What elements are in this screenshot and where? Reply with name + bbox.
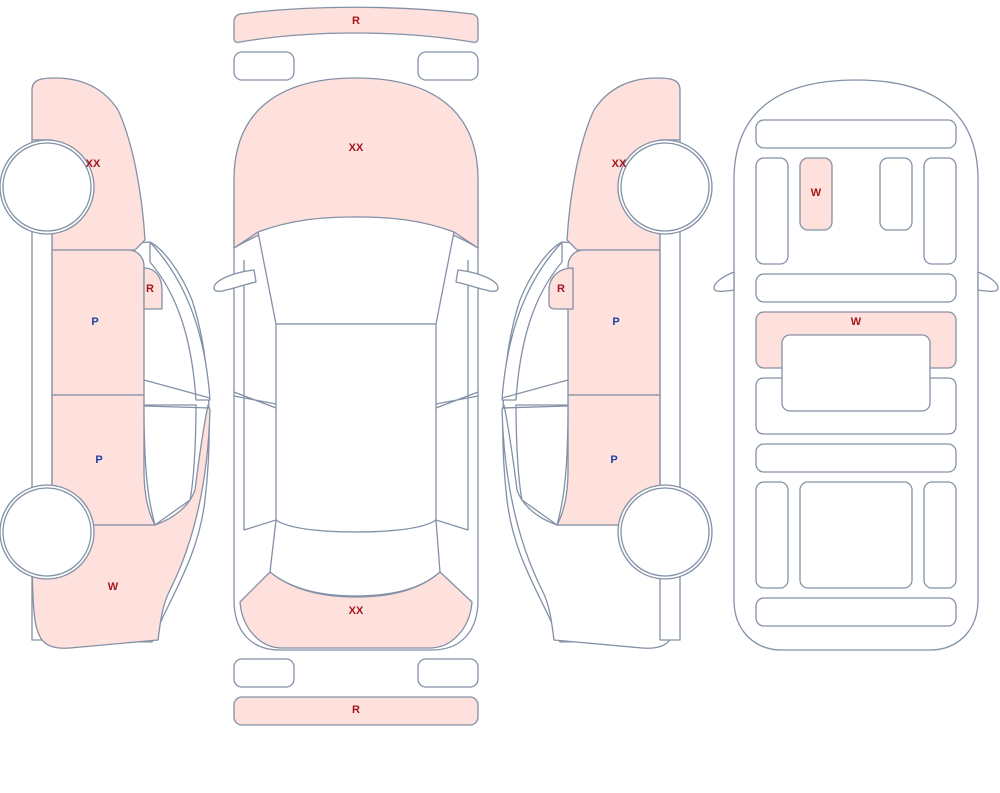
right-front-fender-code: XX (612, 158, 627, 170)
top-right-door-line (435, 260, 469, 531)
top-left-mirror (213, 269, 257, 292)
left-front-fender-code: XX (86, 158, 101, 170)
left-belt-line-lower (143, 405, 211, 409)
front-right-door-trim (923, 157, 957, 265)
right-window-frame (501, 241, 563, 401)
cargo-area (799, 481, 913, 589)
right-front-wheel (620, 142, 710, 232)
right-belt-line-lower (501, 405, 569, 409)
left-mirror-code: R (146, 283, 154, 295)
rear-shelf (755, 597, 957, 627)
top-left-door-line (243, 260, 277, 531)
front-left-seat-panel[interactable] (799, 157, 833, 231)
top-left-pillar (233, 391, 277, 409)
left-rear-quarter-panel[interactable] (31, 404, 211, 649)
top-right-pillar (435, 391, 479, 409)
front-seat-back (755, 273, 957, 303)
right-rear-door-code: P (610, 454, 617, 466)
left-mirror-panel[interactable] (143, 267, 163, 310)
right-side-view: XX R P P (501, 77, 713, 649)
left-front-door-code: P (91, 316, 98, 328)
trunk-code: XX (349, 605, 364, 617)
interior-left-mirror (713, 271, 735, 292)
interior-view: W W (713, 79, 999, 651)
left-rear-door-code: P (95, 454, 102, 466)
trunk-panel[interactable] (239, 571, 473, 649)
left-rear-wheel (2, 487, 92, 577)
second-row-back (755, 443, 957, 473)
left-rear-window (143, 404, 197, 526)
middle-bench-code: W (851, 316, 862, 328)
top-right-mirror (455, 269, 499, 292)
left-rear-quarter-code: W (108, 581, 119, 593)
rear-left-door-trim (755, 481, 789, 589)
right-mirror-panel[interactable] (548, 267, 574, 310)
hood-code: XX (349, 142, 364, 154)
right-belt-line (501, 379, 569, 399)
second-row-seat (755, 377, 957, 435)
right-mirror-code: R (557, 283, 565, 295)
center-console (781, 334, 931, 412)
rear-left-taillight (233, 658, 295, 688)
dashboard (755, 119, 957, 149)
right-front-door-panel[interactable] (567, 249, 661, 396)
front-right-headlight (417, 51, 479, 81)
right-rear-wheel (620, 487, 710, 577)
left-front-wheel (2, 142, 92, 232)
rear-bumper-panel[interactable] (233, 696, 479, 726)
front-bumper-code: R (352, 15, 360, 27)
left-window-frame (149, 241, 211, 401)
interior-right-mirror (977, 271, 999, 292)
front-bumper-panel[interactable] (233, 6, 479, 44)
front-seat-code: W (811, 187, 822, 199)
left-side-view: XX R P P W (0, 77, 211, 649)
front-right-seat (879, 157, 913, 231)
top-view: R XX XX R (213, 6, 499, 726)
left-front-door-panel[interactable] (51, 249, 145, 396)
right-rear-window (515, 404, 569, 526)
left-a-pillar (233, 231, 259, 249)
rear-right-door-trim (923, 481, 957, 589)
rear-window (269, 519, 441, 597)
right-a-pillar (453, 231, 479, 249)
right-front-door-code: P (612, 316, 619, 328)
front-left-door-trim (755, 157, 789, 265)
rear-right-taillight (417, 658, 479, 688)
roof (275, 323, 437, 533)
left-belt-line (143, 379, 211, 399)
front-left-headlight (233, 51, 295, 81)
windshield (257, 216, 455, 325)
rear-bumper-code: R (352, 704, 360, 716)
